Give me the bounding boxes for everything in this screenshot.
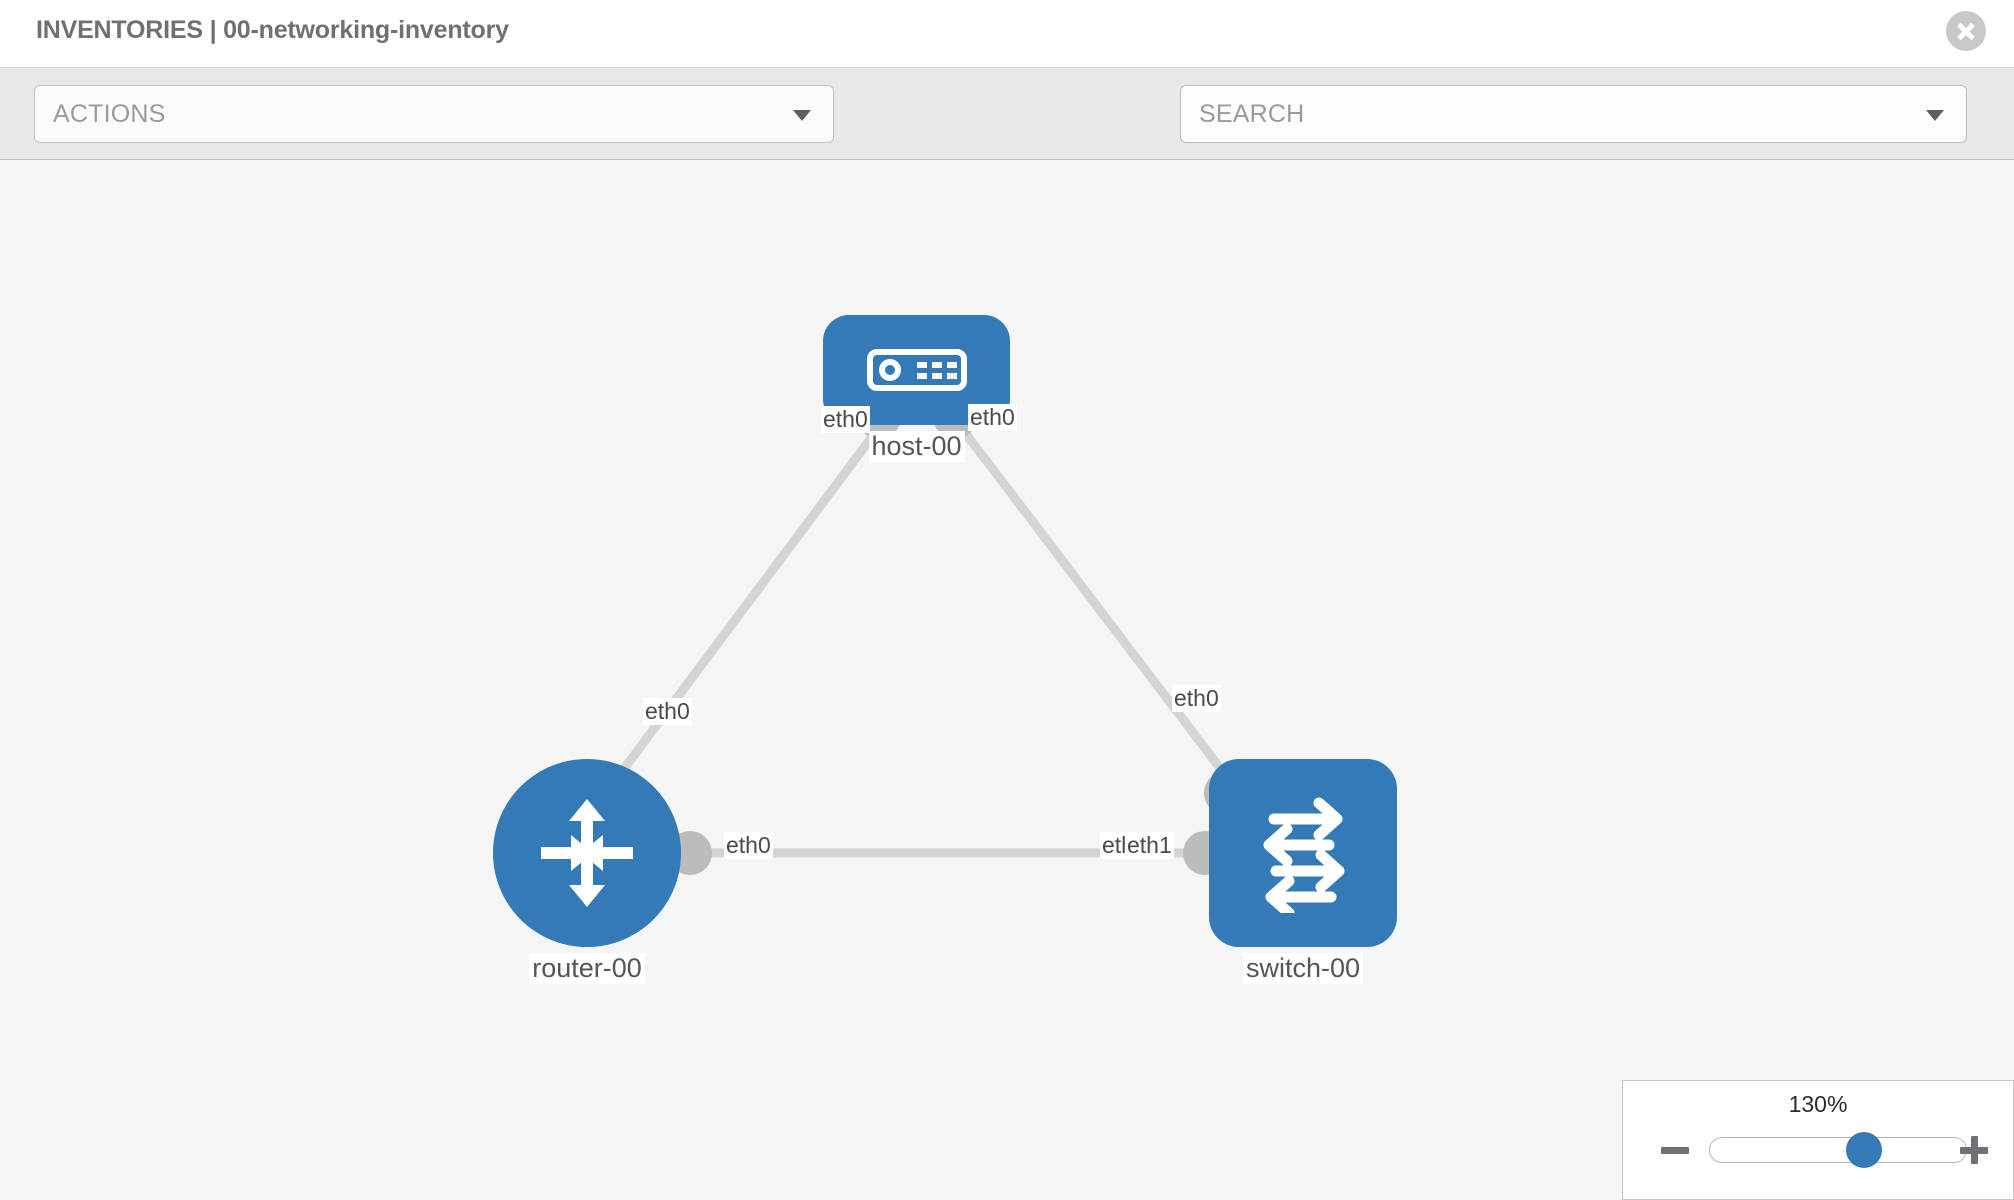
zoom-in-button[interactable]	[1957, 1133, 1991, 1167]
page-header: INVENTORIES | 00-networking-inventory	[0, 0, 2014, 68]
router-arrows-icon	[541, 799, 633, 907]
interface-label-router-up: eth0	[643, 698, 692, 725]
zoom-out-button[interactable]	[1658, 1133, 1692, 1167]
search-placeholder: SEARCH	[1199, 100, 1305, 128]
chevron-down-icon	[793, 110, 811, 121]
node-switch-00[interactable]: switch-00	[1209, 759, 1397, 984]
switch-arrows-icon	[1263, 797, 1345, 913]
zoom-control-panel: 130%	[1622, 1080, 2014, 1200]
node-host-00-label: host-00	[868, 431, 965, 462]
interface-label-host-left: eth0	[821, 406, 870, 433]
topology-canvas[interactable]: host-00	[0, 161, 2014, 1200]
toolbar: ACTIONS SEARCH	[0, 68, 2014, 199]
minus-icon	[1661, 1146, 1689, 1154]
node-router-00[interactable]: router-00	[493, 759, 681, 984]
zoom-slider[interactable]	[1709, 1132, 1967, 1168]
chevron-down-icon[interactable]	[1926, 110, 1944, 121]
interface-label-router-right: eth0	[724, 832, 773, 859]
interface-label-switch-up: eth0	[1172, 685, 1221, 712]
interface-label-switch-left: eth1	[1125, 832, 1174, 859]
node-router-00-label: router-00	[529, 953, 645, 984]
node-router-00-shape	[493, 759, 681, 947]
page-title: INVENTORIES | 00-networking-inventory	[36, 16, 509, 44]
close-icon[interactable]	[1946, 11, 1986, 51]
plus-icon-vertical	[1970, 1136, 1978, 1164]
actions-dropdown-label: ACTIONS	[53, 100, 166, 128]
search-input[interactable]: SEARCH	[1180, 85, 1967, 143]
zoom-level-value: 130%	[1788, 1091, 1848, 1117]
zoom-slider-thumb[interactable]	[1845, 1132, 1882, 1168]
interface-label-host-right: eth0	[968, 404, 1017, 431]
node-switch-00-shape	[1209, 759, 1397, 947]
actions-dropdown[interactable]: ACTIONS	[34, 85, 834, 143]
node-switch-00-label: switch-00	[1242, 953, 1364, 984]
server-icon	[866, 349, 967, 391]
